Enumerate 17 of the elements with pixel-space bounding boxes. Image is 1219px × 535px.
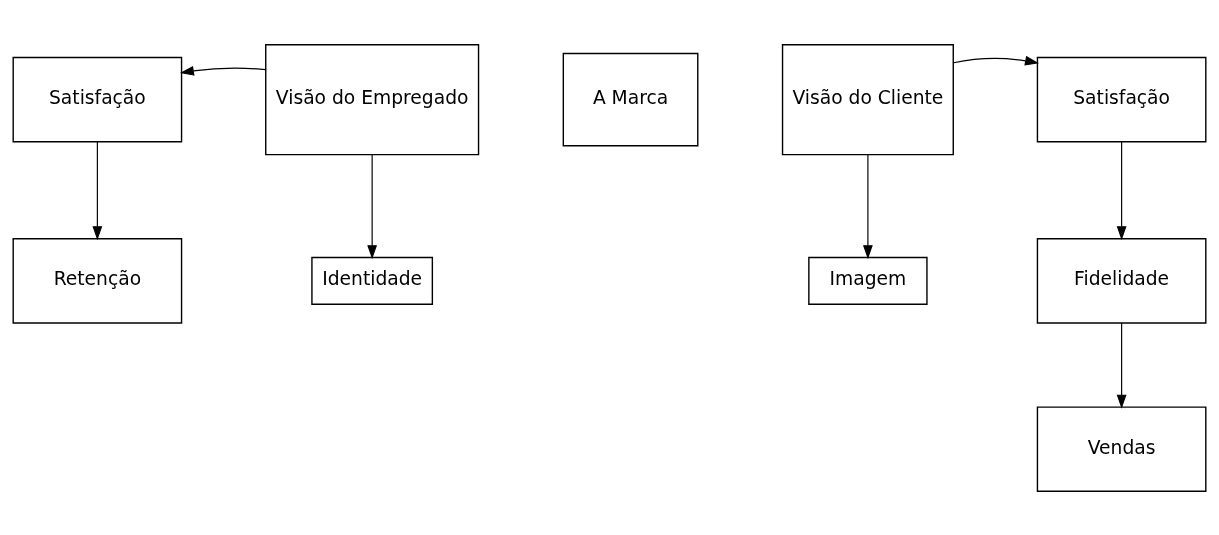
node-box: Satisfação — [1036, 56, 1207, 142]
node-box: A Marca — [562, 52, 699, 146]
arrow — [863, 153, 873, 259]
arrow — [953, 55, 1040, 66]
arrow — [179, 65, 267, 76]
node-box: Vendas — [1036, 405, 1207, 492]
arrow — [92, 140, 103, 240]
node-box: Imagem — [808, 256, 928, 305]
arrow — [1116, 322, 1127, 409]
node-box: Identidade — [311, 256, 434, 305]
node-box: Satisfação — [12, 56, 183, 142]
node-box: Fidelidade — [1036, 237, 1207, 324]
node-box: Visão do Cliente — [781, 43, 954, 155]
node-box: Retenção — [12, 237, 183, 324]
arrow — [367, 153, 378, 259]
arrow — [1116, 140, 1127, 240]
node-box: Visão do Empregado — [265, 43, 480, 155]
